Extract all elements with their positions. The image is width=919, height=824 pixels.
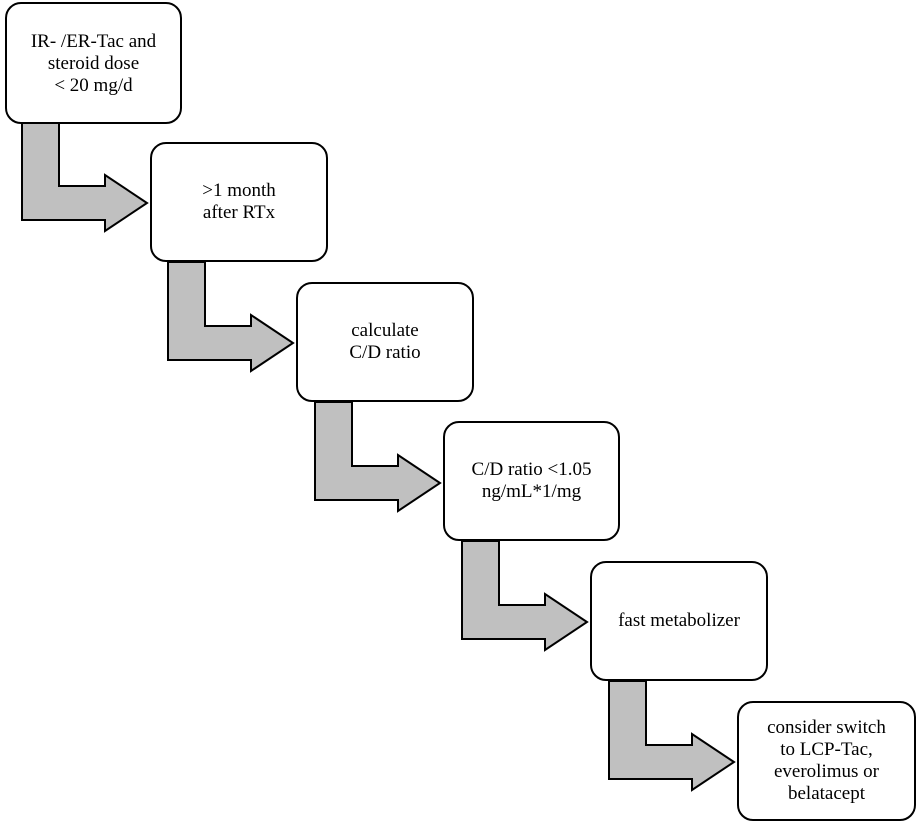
step-box-cd-ratio-threshold: C/D ratio <1.05 ng/mL*1/mg (443, 421, 620, 541)
flow-arrow-5 (608, 680, 736, 792)
step-label: consider switch to LCP-Tac, everolimus o… (767, 717, 886, 804)
step-label: fast metabolizer (618, 610, 740, 631)
flow-arrow-4 (461, 540, 589, 652)
flow-arrow-1 (21, 121, 149, 233)
step-box-fast-metabolizer: fast metabolizer (590, 561, 768, 681)
flow-arrow-3 (314, 401, 442, 513)
step-box-tac-steroid-dose: IR- /ER-Tac and steroid dose < 20 mg/d (5, 2, 182, 124)
step-box-time-after-rtx: >1 month after RTx (150, 142, 328, 262)
step-label: >1 month after RTx (202, 180, 276, 223)
step-label: IR- /ER-Tac and steroid dose < 20 mg/d (30, 31, 157, 96)
flow-arrow-2 (167, 261, 295, 373)
step-box-calculate-cd-ratio: calculate C/D ratio (296, 282, 474, 402)
step-box-consider-switch: consider switch to LCP-Tac, everolimus o… (737, 701, 916, 821)
step-label: C/D ratio <1.05 ng/mL*1/mg (471, 459, 592, 502)
step-label: calculate C/D ratio (349, 320, 421, 363)
